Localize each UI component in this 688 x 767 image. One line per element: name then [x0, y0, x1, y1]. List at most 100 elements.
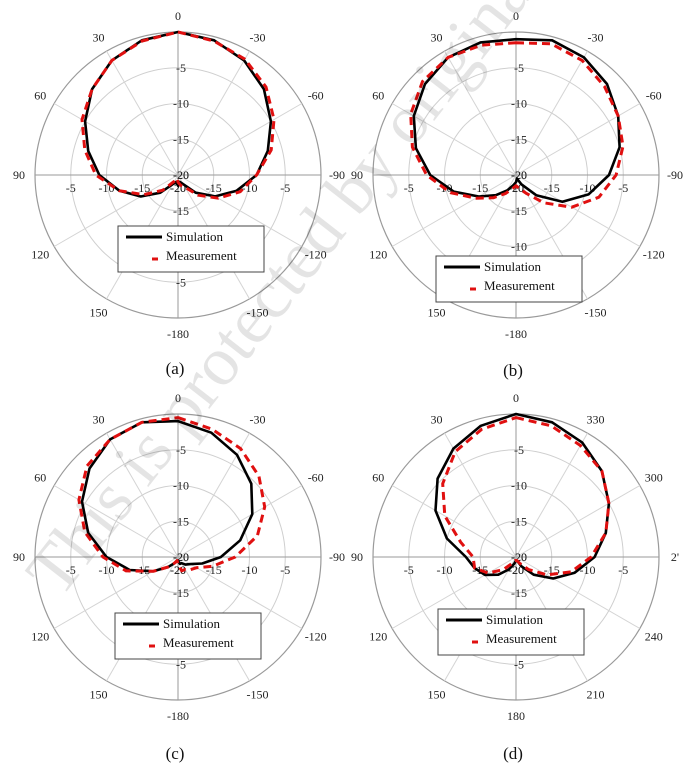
grid-spoke — [391, 556, 517, 629]
polar-plot-1: -5-5-5-5-10-10-10-10-15-15-15-15-20-20-2… — [13, 9, 345, 378]
grid-spoke — [515, 50, 588, 176]
legend-box — [435, 255, 583, 303]
angle-label: 300 — [645, 471, 663, 485]
polar-plot-3: -5-5-5-5-10-10-10-10-15-15-15-15-20-20-2… — [13, 391, 345, 763]
radial-tick-up: -10 — [511, 479, 527, 493]
angle-label: -180 — [505, 327, 527, 341]
grid-spoke — [391, 174, 517, 247]
grid-spoke — [106, 50, 179, 176]
radial-tick-left: -5 — [66, 563, 76, 577]
radial-tick-right: -5 — [618, 563, 628, 577]
angle-label: 120 — [369, 248, 387, 262]
legend-label: Simulation — [163, 616, 221, 631]
radial-tick-up: -20 — [173, 168, 189, 182]
angle-label: 90 — [351, 168, 363, 182]
angle-label: 60 — [372, 471, 384, 485]
angle-label: 240 — [645, 630, 663, 644]
radial-tick-down: -15 — [173, 204, 189, 218]
radial-tick-left: -15 — [134, 181, 150, 195]
angle-label: 330 — [587, 412, 605, 426]
angle-label: -60 — [308, 471, 324, 485]
radial-tick-right: -5 — [280, 181, 290, 195]
angle-label: -120 — [305, 248, 327, 262]
radial-tick-right: -5 — [618, 181, 628, 195]
grid-spoke — [515, 432, 588, 558]
radial-tick-down: -15 — [511, 586, 527, 600]
angle-label: -180 — [167, 327, 189, 341]
subplot-caption: (a) — [166, 359, 185, 378]
angle-label: 0 — [513, 391, 519, 405]
legend-label: Simulation — [484, 259, 542, 274]
radial-tick-left: -5 — [404, 181, 414, 195]
subplot-caption: (b) — [503, 361, 523, 380]
angle-label: 30 — [93, 30, 105, 44]
radial-tick-right: -10 — [580, 181, 596, 195]
legend-box — [117, 225, 265, 273]
legend-label: Measurement — [166, 248, 237, 263]
grid-spoke — [53, 103, 179, 176]
angle-label: 30 — [431, 30, 443, 44]
polar-plot-4: -5-5-5-5-10-10-10-10-15-15-15-15-20-20-2… — [351, 391, 679, 763]
legend-box — [114, 612, 262, 660]
angle-label: -120 — [643, 248, 665, 262]
angle-label: 210 — [587, 688, 605, 702]
subplot-caption: (c) — [166, 744, 185, 763]
angle-label: 60 — [372, 89, 384, 103]
angle-label: -30 — [250, 412, 266, 426]
angle-label: 90 — [351, 550, 363, 564]
angle-label: 90 — [13, 168, 25, 182]
radial-tick-up: -15 — [173, 132, 189, 146]
grid-spoke — [444, 50, 517, 176]
radial-tick-left: -20 — [170, 563, 186, 577]
grid-spoke — [177, 174, 303, 247]
angle-label: -30 — [250, 30, 266, 44]
polar-plots: -5-5-5-5-10-10-10-10-15-15-15-15-20-20-2… — [13, 9, 683, 763]
radial-tick-down: -10 — [511, 240, 527, 254]
angle-label: 0 — [175, 391, 181, 405]
angle-label: -120 — [305, 630, 327, 644]
legend-label: Simulation — [486, 612, 544, 627]
radial-tick-right: -10 — [580, 563, 596, 577]
radial-tick-up: -15 — [173, 514, 189, 528]
radial-tick-up: -5 — [176, 61, 186, 75]
polar-plot-2: -5-5-5-5-10-10-10-10-15-15-15-15-20-20-2… — [351, 9, 683, 380]
grid-spoke — [515, 556, 641, 629]
radial-tick-down: -5 — [176, 657, 186, 671]
angle-label: -90 — [667, 168, 683, 182]
grid-spoke — [53, 485, 179, 558]
angle-label: 120 — [31, 248, 49, 262]
radial-tick-up: -5 — [514, 443, 524, 457]
grid-spoke — [53, 174, 179, 247]
angle-label: 0 — [513, 9, 519, 23]
radial-tick-up: -5 — [176, 443, 186, 457]
grid-spoke — [177, 50, 250, 176]
angle-label: -30 — [588, 30, 604, 44]
angle-label: 180 — [507, 709, 525, 723]
angle-label: 120 — [369, 630, 387, 644]
radial-tick-down: -5 — [514, 657, 524, 671]
radial-tick-right: -10 — [242, 563, 258, 577]
angle-label: 150 — [90, 306, 108, 320]
legend-label: Measurement — [486, 631, 557, 646]
grid-spoke — [106, 432, 179, 558]
radial-tick-left: -5 — [404, 563, 414, 577]
angle-label: -150 — [585, 306, 607, 320]
angle-label: 30 — [93, 412, 105, 426]
angle-label: 150 — [428, 306, 446, 320]
radial-tick-up: -5 — [514, 61, 524, 75]
measurement-curve — [409, 41, 625, 209]
angle-label: 120 — [31, 630, 49, 644]
angle-label: 0 — [175, 9, 181, 23]
angle-label: 90 — [13, 550, 25, 564]
radial-tick-down: -5 — [176, 275, 186, 289]
legend-label: Measurement — [163, 635, 234, 650]
grid-spoke — [177, 556, 303, 629]
grid-spoke — [515, 485, 641, 558]
radial-tick-right: -5 — [280, 563, 290, 577]
radial-tick-up: -15 — [511, 514, 527, 528]
radial-tick-up: -15 — [511, 132, 527, 146]
